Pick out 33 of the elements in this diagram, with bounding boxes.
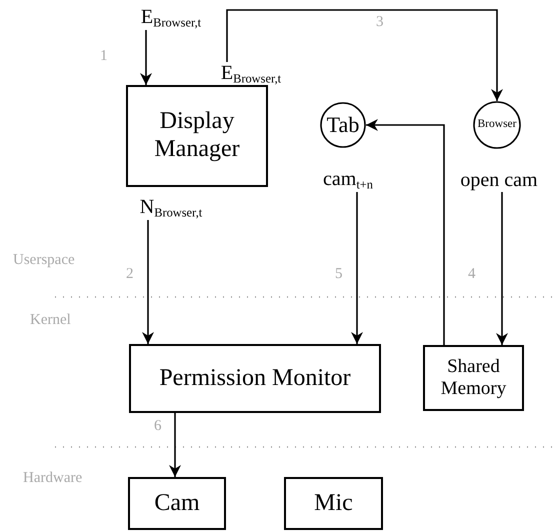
step-number: 5 <box>335 266 342 283</box>
arrow <box>226 9 503 101</box>
node-label: Browser <box>478 118 516 132</box>
step-number: 3 <box>376 14 384 31</box>
step-number: 1 <box>100 48 108 65</box>
process-box <box>128 477 226 530</box>
layer-label: Hardware <box>23 470 82 487</box>
node-label: Permission Monitor <box>159 364 351 392</box>
node-label: Mic <box>314 490 353 518</box>
step-number: 2 <box>126 266 134 283</box>
arrow <box>366 119 445 345</box>
process-box <box>284 477 383 530</box>
process-box <box>126 85 268 187</box>
node-label: Shared Memory <box>440 356 508 400</box>
step-number: 6 <box>154 418 162 435</box>
node-label: Display Manager <box>153 108 241 164</box>
layer-label: Userspace <box>13 252 75 269</box>
variable-label: open cam <box>460 168 538 192</box>
variable-label: N$_{Browser,t}$ <box>140 196 202 220</box>
arrow <box>142 220 154 344</box>
process-box <box>129 344 381 413</box>
arrow <box>351 192 363 344</box>
layer-label: Kernel <box>30 312 71 329</box>
arrow <box>496 192 508 345</box>
node-label: Tab <box>326 112 360 138</box>
arrow <box>140 30 152 85</box>
step-number: 4 <box>468 266 476 283</box>
variable-label: E$_{Browser,t}$ <box>220 62 282 86</box>
variable-label: E$_{Browser,t}$ <box>140 6 202 30</box>
process-box <box>423 345 524 411</box>
arrow <box>169 413 181 477</box>
node-label: Cam <box>154 490 200 518</box>
variable-label: cam$_{t+n}$ <box>323 168 373 192</box>
